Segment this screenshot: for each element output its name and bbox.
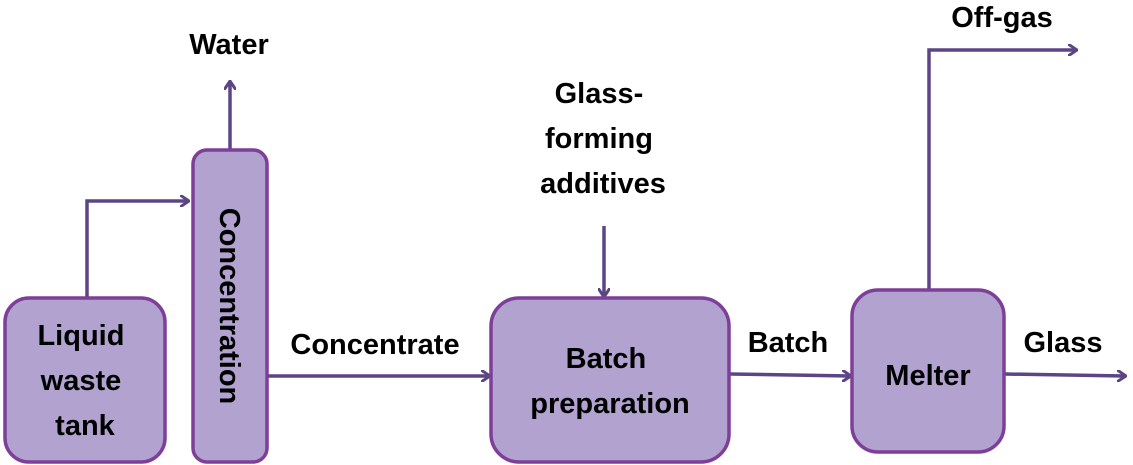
liquid-waste-tank-line-1: Liquid (37, 320, 124, 352)
svg-text:Batch preparation: Batch preparation (530, 343, 690, 420)
additives-line-3: additives (540, 168, 666, 200)
glass-arrow (1004, 374, 1125, 376)
concentrate-label: Concentrate (290, 329, 459, 361)
water-label: Water (189, 29, 269, 61)
liquid-waste-tank-line-3: tank (55, 410, 116, 442)
concentration-label: Concentration (213, 208, 245, 405)
glass-forming-additives-label: Glass- forming additives (540, 78, 666, 200)
off-gas-arrow (927, 50, 1076, 289)
liquid-waste-tank-box: Liquid waste tank (3, 296, 167, 464)
concentration-box: Concentration (191, 148, 269, 464)
additives-line-2: forming (545, 123, 653, 155)
off-gas-label: Off-gas (951, 2, 1053, 34)
svg-text:Liquid waste tank: Liquid waste tank (37, 320, 132, 442)
batch-preparation-line-2: preparation (530, 388, 690, 420)
liquid-waste-tank-line-2: waste (40, 365, 122, 397)
connectors (85, 50, 1125, 376)
batch-arrow (729, 374, 850, 376)
melter-label: Melter (885, 360, 970, 392)
batch-label: Batch (748, 327, 829, 359)
melter-box: Melter (850, 288, 1006, 454)
batch-preparation-box: Batch preparation (489, 296, 731, 464)
tank-to-concentration-arrow (85, 201, 188, 298)
batch-preparation-line-1: Batch (566, 343, 647, 375)
additives-line-1: Glass- (555, 78, 644, 110)
glass-label: Glass (1024, 327, 1103, 359)
